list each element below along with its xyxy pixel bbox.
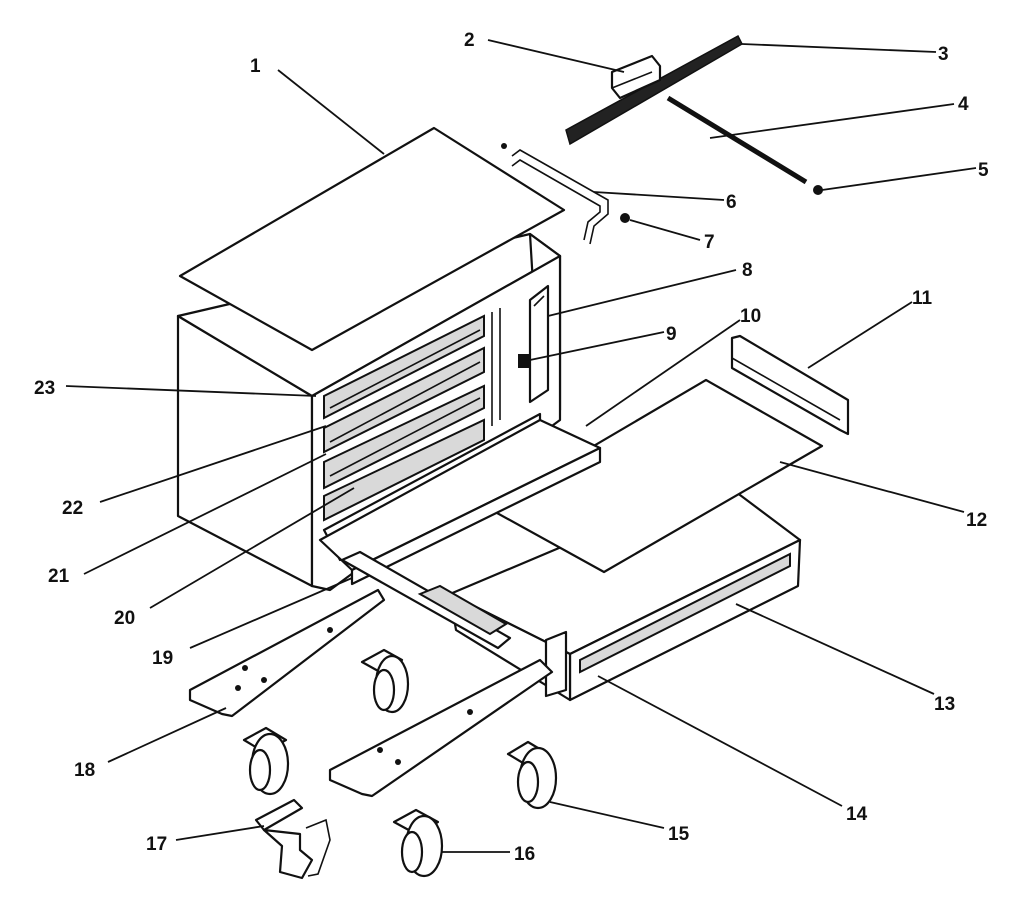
part-9-latch-bolt	[518, 354, 530, 368]
caster-front-left	[242, 726, 290, 796]
part-18-caster-rail-right	[328, 658, 554, 798]
part-18-caster-rail-left	[188, 588, 386, 718]
part-16-caster	[392, 808, 444, 878]
callout-2: 2	[464, 30, 475, 51]
callout-18: 18	[74, 760, 95, 781]
callout-17: 17	[146, 834, 167, 855]
callout-21: 21	[48, 566, 70, 587]
callout-13: 13	[934, 694, 955, 715]
callout-16: 16	[514, 844, 535, 865]
part-5-end-cap	[813, 185, 823, 195]
part-2-bracket	[610, 54, 662, 100]
callout-4: 4	[958, 94, 969, 115]
callout-22: 22	[62, 498, 83, 519]
part-1-lid	[178, 126, 566, 352]
callout-6: 6	[726, 192, 737, 213]
callout-10: 10	[740, 306, 761, 327]
callout-14: 14	[846, 804, 868, 825]
callout-15: 15	[668, 824, 690, 845]
caster-rear-left	[360, 648, 410, 714]
callout-11: 11	[912, 288, 933, 309]
leader-lines	[65, 39, 977, 853]
part-17-brake-pedal	[254, 798, 331, 880]
callout-12: 12	[966, 510, 987, 531]
part-15-caster	[506, 740, 558, 810]
callout-9: 9	[666, 324, 677, 345]
callout-7: 7	[704, 232, 715, 253]
part-12-liner	[486, 378, 824, 574]
callout-labels: 1 2 3 4 5 6 7 8 9 10 11 12 13 14 15 16 1…	[34, 30, 989, 865]
callout-19: 19	[152, 648, 173, 669]
callout-8: 8	[742, 260, 753, 281]
callout-23: 23	[34, 378, 55, 399]
part-8-side-latch	[528, 284, 550, 404]
part-7-screw	[620, 213, 630, 223]
callout-1: 1	[250, 56, 261, 77]
callout-3: 3	[938, 44, 949, 65]
part-6-side-handle	[501, 143, 609, 245]
part-11-rail	[730, 334, 850, 436]
part-19-drawer-slide	[340, 550, 512, 650]
part-4-rod	[666, 95, 808, 185]
part-14-drawer-slide	[544, 630, 568, 698]
callout-5: 5	[978, 160, 989, 181]
callout-20: 20	[114, 608, 135, 629]
